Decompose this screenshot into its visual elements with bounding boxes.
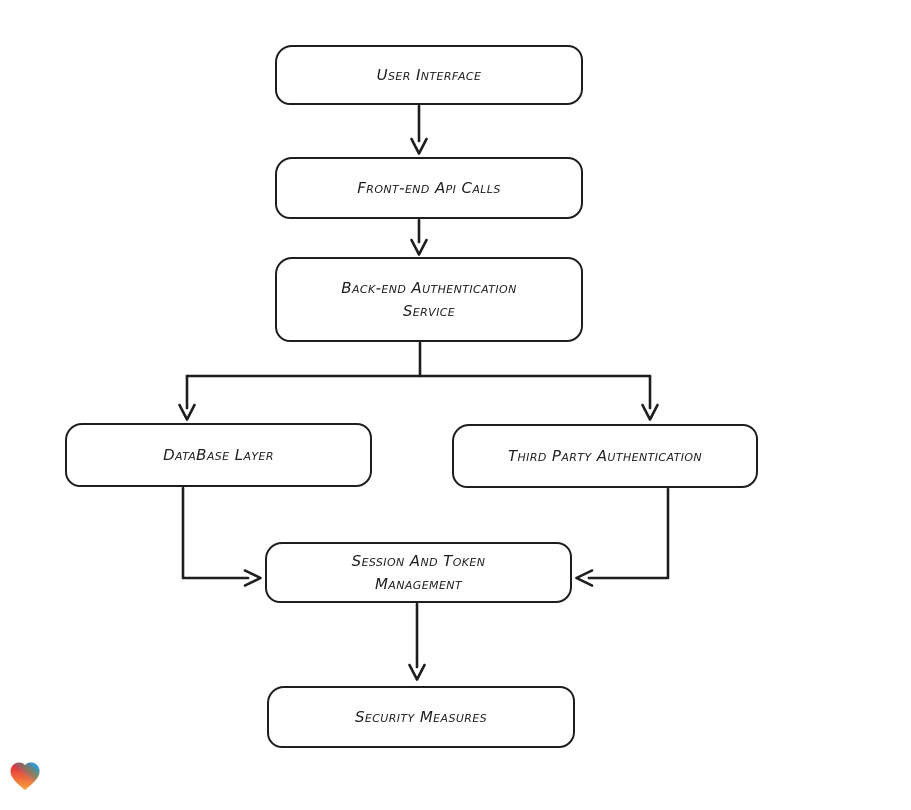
edge-session-and-token-management-to-security-measures (408, 602, 426, 681)
node-label: DataBase Layer (163, 445, 274, 464)
edge-third-party-authentication-to-session-and-token-management (575, 487, 670, 587)
node-label: User Interface (376, 65, 482, 84)
node-label: Session And Token Management (351, 551, 486, 593)
node-database-layer: DataBase Layer (65, 423, 372, 487)
node-back-end-authentication-service: Back-end Authentication Service (275, 257, 583, 342)
node-label: Security Measures (354, 707, 488, 726)
edge-user-interface-to-front-end-api-calls (410, 104, 428, 155)
edge-database-layer-to-session-and-token-management (181, 486, 262, 587)
edge-back-end-authentication-service-branch (178, 341, 659, 421)
node-label: Third Party Authentication (507, 446, 703, 465)
node-third-party-authentication: Third Party Authentication (452, 424, 758, 488)
node-security-measures: Security Measures (267, 686, 575, 748)
node-session-and-token-management: Session And Token Management (265, 542, 572, 603)
node-label: Back-end Authentication Service (341, 278, 517, 320)
node-front-end-api-calls: Front-end Api Calls (275, 157, 583, 219)
edge-front-end-api-calls-to-back-end-authentication-service (410, 218, 428, 256)
gradient-heart-icon[interactable] (8, 760, 42, 793)
node-user-interface: User Interface (275, 45, 583, 105)
node-label: Front-end Api Calls (357, 178, 501, 197)
